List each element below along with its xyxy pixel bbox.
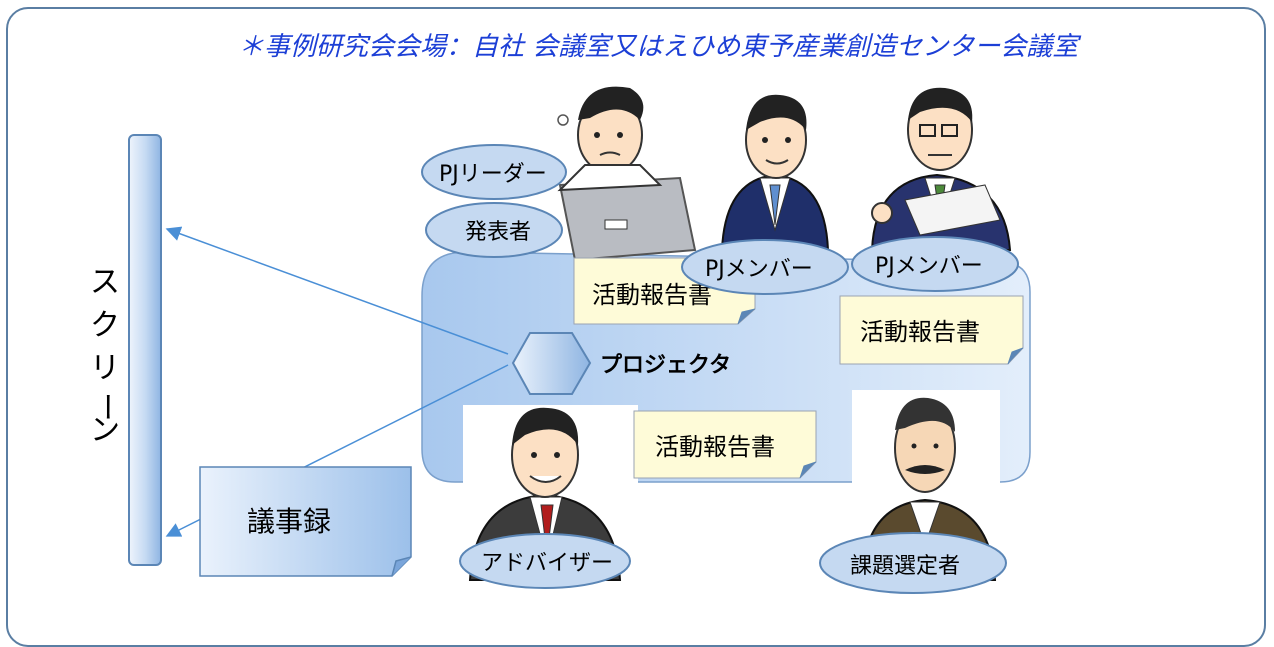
report-note-3 [633, 410, 817, 479]
pj-leader-figure [557, 86, 663, 192]
pj-member-2-bubble [851, 236, 1019, 292]
report-note-2-label: 活動報告書 [860, 318, 980, 346]
venue-caption: ＊事例研究会会場：自社 会議室又はえひめ東予産業創造センター会議室 [238, 32, 1079, 62]
minutes-note [199, 466, 412, 577]
screen-label: ス ク リ ー ン [88, 265, 123, 448]
screen-label-char: ン [90, 413, 120, 448]
pj-member-1-bubble [681, 239, 849, 295]
pj-leader-bubble [421, 144, 567, 200]
report-note-1-label: 活動報告書 [592, 281, 712, 309]
topic-selector-bubble [819, 532, 1007, 594]
pj-leader-label: PJリーダー [439, 162, 547, 187]
screen [128, 134, 162, 566]
pj-member-1-label: PJメンバー [705, 257, 813, 282]
presenter-bubble [425, 202, 563, 258]
advisor-label: アドバイザー [481, 551, 613, 576]
projection-arrow-upper [165, 226, 509, 355]
report-note-2 [839, 295, 1024, 365]
screen-label-char: ス [90, 265, 120, 300]
pj-member-1-figure [720, 94, 830, 251]
minutes-label: 議事録 [247, 505, 331, 538]
screen-label-char: ク [90, 308, 120, 343]
topic-selector-label: 課題選定者 [850, 554, 960, 579]
presenter-label: 発表者 [465, 220, 531, 245]
screen-label-char: ー [88, 392, 123, 422]
diagram-canvas: ス ク リ ー ン [88, 86, 1031, 594]
laptop [558, 176, 697, 262]
pj-member-2-figure [870, 87, 1012, 251]
advisor-bubble [459, 533, 631, 589]
pj-member-2-label: PJメンバー [875, 254, 983, 279]
report-note-3-label: 活動報告書 [655, 433, 775, 461]
projector-hexagon [511, 332, 592, 395]
meeting-layout-diagram: ＊事例研究会会場：自社 会議室又はえひめ東予産業創造センター会議室 [6, 7, 1266, 647]
projector-label: プロジェクタ [600, 353, 731, 378]
screen-label-char: リ [90, 351, 120, 386]
